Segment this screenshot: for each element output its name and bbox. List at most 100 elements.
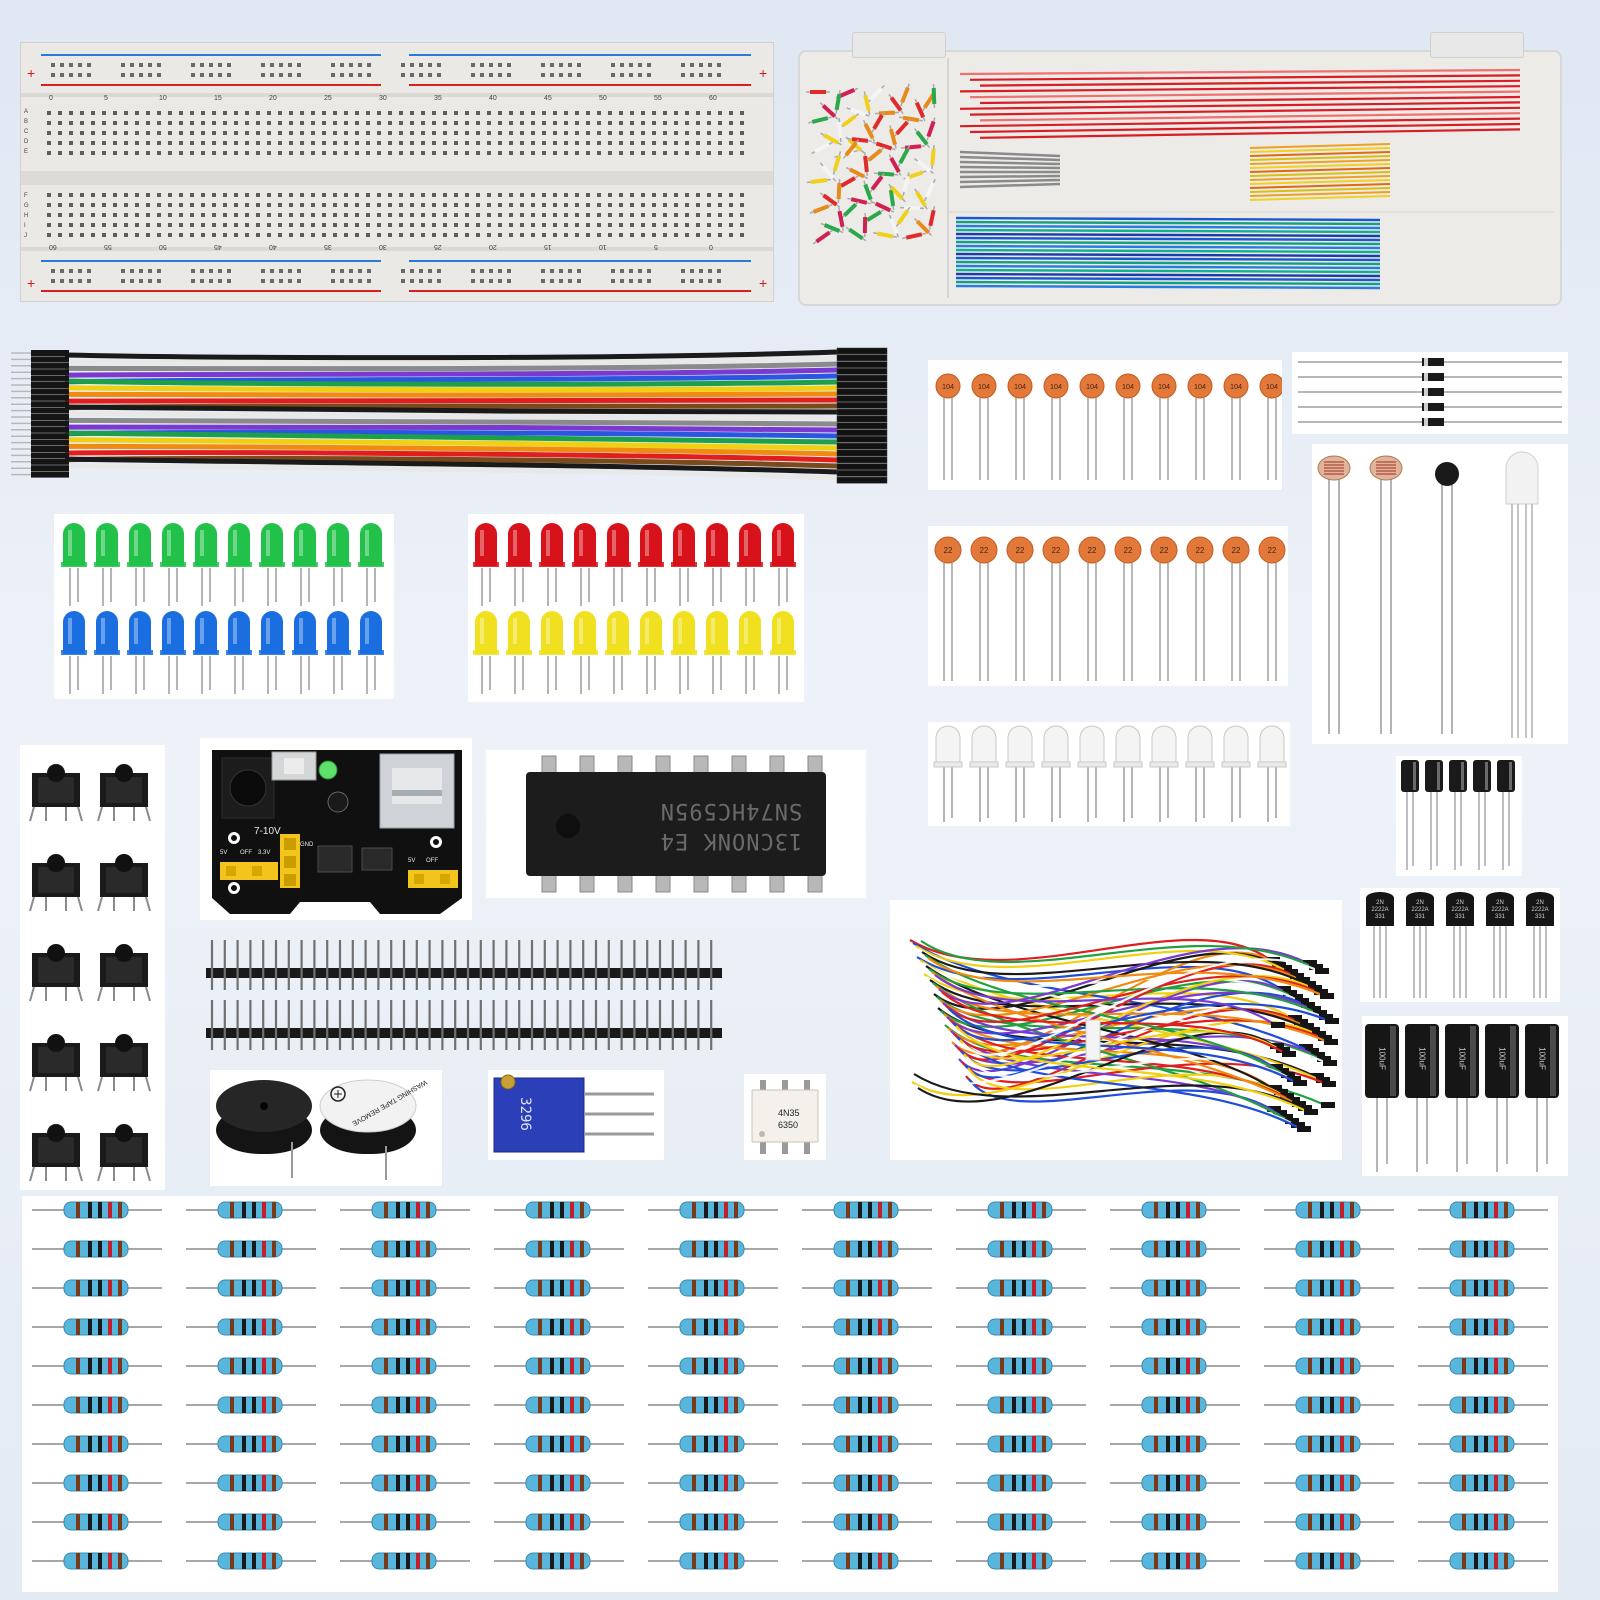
- diode-body: [1422, 403, 1444, 411]
- resistor-band: [1320, 1241, 1324, 1257]
- resistor-band: [1462, 1514, 1466, 1530]
- transistor-label: 2N: [1416, 900, 1424, 906]
- resistor-band: [242, 1397, 246, 1413]
- hole: [311, 193, 315, 197]
- hole: [421, 193, 425, 197]
- hole: [227, 63, 231, 67]
- resistor-band: [1320, 1436, 1324, 1452]
- resistor-band: [76, 1436, 80, 1452]
- resistor-band: [88, 1436, 92, 1452]
- resistor-band: [1022, 1553, 1026, 1569]
- resistor-band: [98, 1475, 102, 1491]
- hole: [564, 131, 568, 135]
- short-jumper: [930, 144, 936, 170]
- hole: [652, 131, 656, 135]
- resistor-band: [714, 1202, 718, 1218]
- ceramic-capacitor: [1079, 373, 1105, 399]
- column-number: 20: [489, 243, 497, 250]
- hole: [297, 269, 301, 273]
- resistor-band: [858, 1553, 862, 1569]
- hole: [597, 233, 601, 237]
- hole: [297, 279, 301, 283]
- resistor-band: [230, 1202, 234, 1218]
- resistor-band: [1308, 1475, 1312, 1491]
- hole: [498, 111, 502, 115]
- hole: [707, 233, 711, 237]
- resistor-band: [1196, 1319, 1200, 1335]
- resistor-band: [1330, 1436, 1334, 1452]
- row-letter: F: [24, 193, 28, 199]
- hole: [69, 63, 73, 67]
- jumper-tip: [1325, 1018, 1339, 1024]
- hole: [300, 213, 304, 217]
- resistor-band: [1474, 1280, 1478, 1296]
- resistor-band: [1032, 1202, 1036, 1218]
- hole: [509, 203, 513, 207]
- led-flange: [572, 562, 598, 567]
- led-flange: [127, 650, 153, 655]
- resistor-band: [580, 1514, 584, 1530]
- hole: [377, 233, 381, 237]
- hole: [520, 141, 524, 145]
- hole: [311, 233, 315, 237]
- jumper-wire: [962, 958, 1320, 1056]
- resistor-band: [538, 1241, 542, 1257]
- led: [162, 611, 184, 654]
- red-wire: [959, 68, 1521, 76]
- electrolytic-capacitor: [1449, 760, 1467, 792]
- hole: [699, 73, 703, 77]
- resistor-band: [1350, 1553, 1354, 1569]
- hole: [234, 213, 238, 217]
- ic-pin: [617, 755, 633, 775]
- hole: [410, 111, 414, 115]
- hole: [279, 63, 283, 67]
- male-connector: [31, 350, 69, 356]
- hole: [333, 233, 337, 237]
- resistor-band: [406, 1202, 410, 1218]
- hole: [531, 223, 535, 227]
- off-label: OFF: [426, 858, 438, 864]
- resistor-band: [1504, 1358, 1508, 1374]
- jumper-tip: [1317, 1056, 1331, 1062]
- female-connector: [836, 415, 888, 423]
- resistor-band: [1154, 1319, 1158, 1335]
- short-jumper: [811, 141, 833, 155]
- short-jumper: [899, 205, 925, 211]
- resistor-band: [538, 1514, 542, 1530]
- jumper-tip: [1304, 1109, 1318, 1115]
- resistor-band: [724, 1280, 728, 1296]
- resistor-band: [538, 1436, 542, 1452]
- jumper-tip: [1318, 1035, 1332, 1041]
- resistor-band: [570, 1241, 574, 1257]
- jumper-tip: [1312, 1031, 1326, 1037]
- hole: [377, 213, 381, 217]
- hole: [200, 279, 204, 283]
- hole: [201, 111, 205, 115]
- resistor-band: [1186, 1475, 1190, 1491]
- hole: [476, 151, 480, 155]
- short-jumper: [862, 119, 876, 143]
- led: [739, 523, 761, 566]
- hole: [245, 213, 249, 217]
- hole: [586, 111, 590, 115]
- hole: [454, 131, 458, 135]
- hole: [476, 213, 480, 217]
- resistor-band: [1000, 1202, 1004, 1218]
- hole: [139, 269, 143, 273]
- capacitor-label: 22: [1124, 546, 1133, 555]
- hole: [432, 111, 436, 115]
- resistor-band: [76, 1514, 80, 1530]
- hole: [322, 111, 326, 115]
- resistor-band: [580, 1436, 584, 1452]
- hole: [476, 131, 480, 135]
- hole: [641, 141, 645, 145]
- transistor-label: 2222A: [1491, 907, 1509, 913]
- hole: [718, 141, 722, 145]
- resistor-band: [550, 1280, 554, 1296]
- hole: [47, 121, 51, 125]
- hole: [707, 213, 711, 217]
- hole: [509, 151, 513, 155]
- hole: [681, 279, 685, 283]
- hole: [696, 193, 700, 197]
